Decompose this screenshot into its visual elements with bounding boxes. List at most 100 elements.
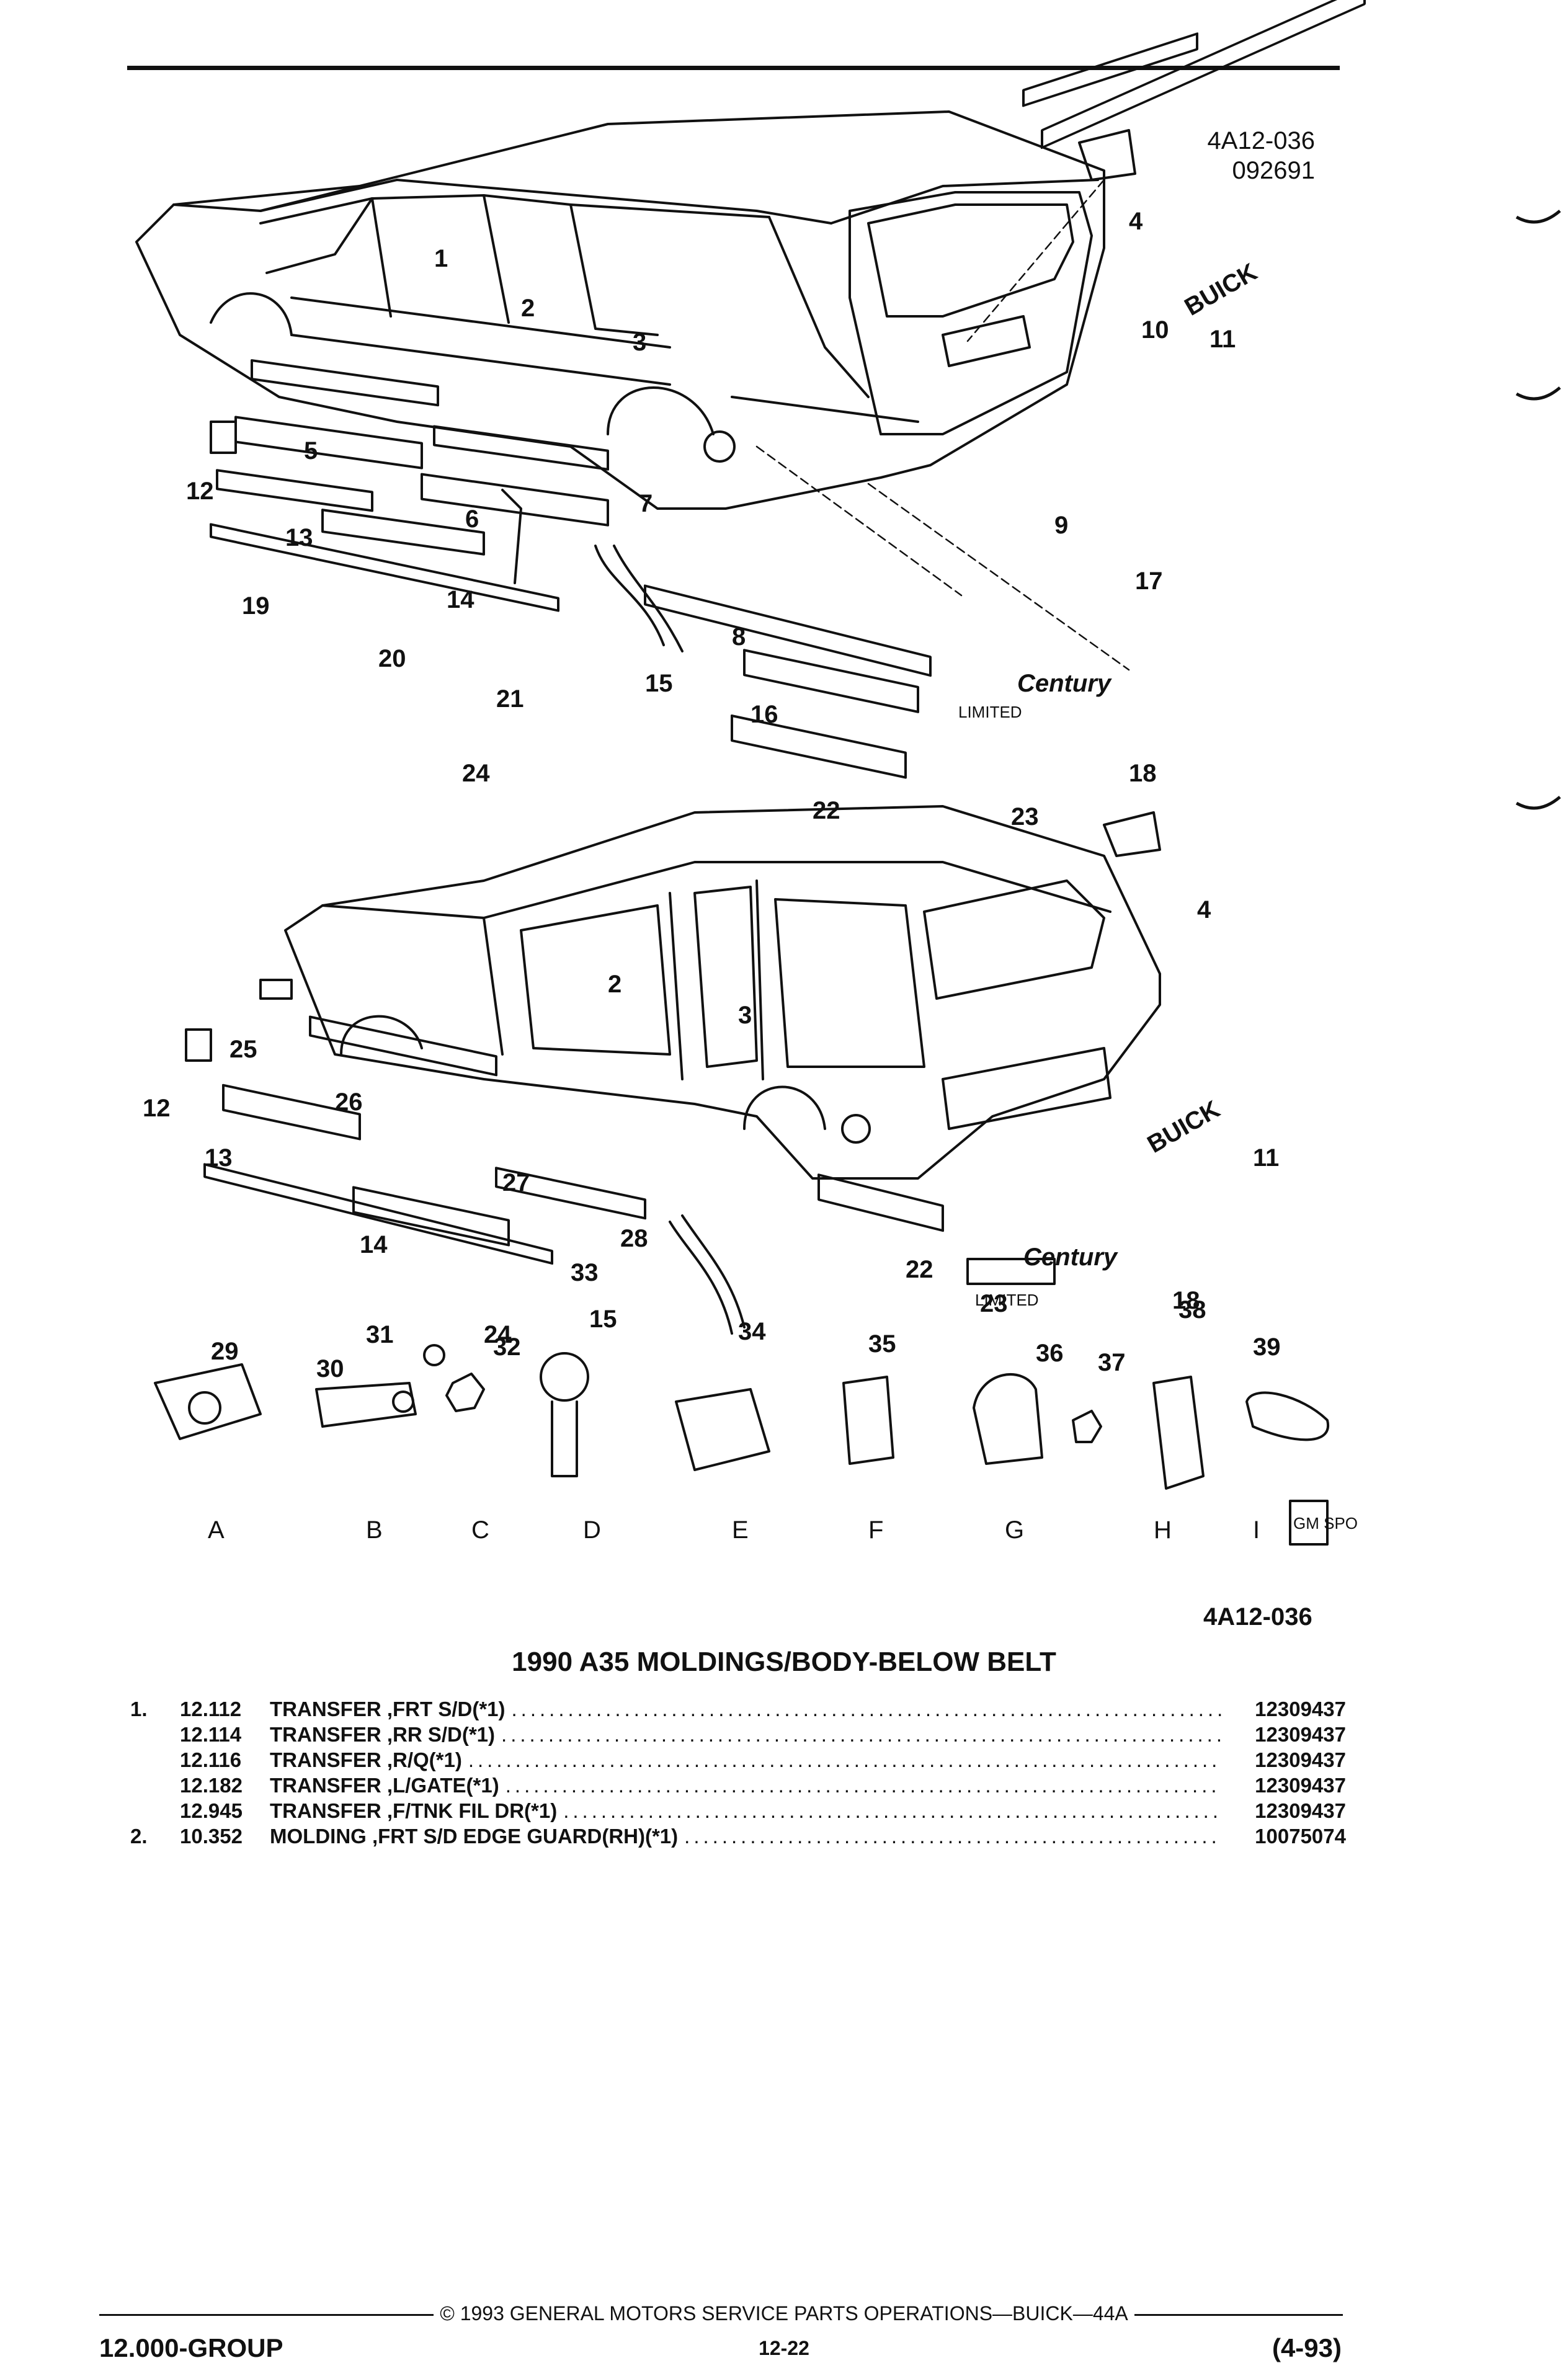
parts-row-number: 10.352 <box>180 1825 243 1848</box>
callout-34: 34 <box>738 1318 766 1345</box>
parts-row-description: MOLDING ,FRT S/D EDGE GUARD(RH)(*1) <box>270 1825 679 1848</box>
callout-20: 20 <box>378 645 406 672</box>
callout-26: 26 <box>335 1088 363 1116</box>
parts-row-part-number: 12309437 <box>1255 1698 1346 1720</box>
callout-35: 35 <box>868 1330 896 1358</box>
parts-row: 12.116 TRANSFER ,R/Q(*1) 12309437 <box>180 1747 1346 1773</box>
callout-25: 25 <box>229 1036 257 1063</box>
callout-31: 31 <box>366 1321 394 1348</box>
fastener-letter-c: C <box>471 1516 489 1544</box>
callout-labels: 1 2 3 4 5 6 7 8 9 10 11 12 13 14 15 16 1… <box>143 208 1358 1631</box>
callout-2-lower: 2 <box>608 971 621 998</box>
limited-badge-lower: LIMITED <box>975 1291 1039 1309</box>
parts-row-index: 2. <box>130 1825 148 1848</box>
illustration-code: 4A12-036 092691 <box>1178 126 1315 185</box>
callout-32: 32 <box>493 1333 521 1361</box>
parts-row-part-number: 12309437 <box>1255 1799 1346 1822</box>
callout-22: 22 <box>813 797 840 824</box>
callout-18-lower: 18 <box>1172 1287 1200 1314</box>
fastener-illustrations <box>154 1344 1330 1490</box>
fastener-letter-a: A <box>208 1516 225 1544</box>
leader-dots <box>501 1722 1222 1747</box>
callout-12-lower: 12 <box>143 1095 171 1122</box>
parts-row-number: 12.116 <box>180 1748 242 1771</box>
parts-row: 12.114 TRANSFER ,RR S/D(*1) 12309437 <box>180 1722 1346 1747</box>
callout-23: 23 <box>1011 803 1039 830</box>
century-script-lower: Century <box>1023 1244 1118 1271</box>
callout-4-lower: 4 <box>1197 896 1211 923</box>
parts-row-part-number: 12309437 <box>1255 1723 1346 1746</box>
footer-date: (4-93) <box>1272 2333 1342 2362</box>
leader-dots <box>684 1823 1222 1849</box>
parts-row-description: TRANSFER ,RR S/D(*1) <box>270 1723 496 1746</box>
leader-dots <box>512 1696 1223 1722</box>
upper-moldings <box>210 0 1366 779</box>
parts-row-part-number: 10075074 <box>1255 1825 1346 1848</box>
fastener-letter-b: B <box>366 1516 383 1544</box>
parts-row-number: 12.182 <box>180 1774 243 1797</box>
parts-row-description: TRANSFER ,FRT S/D(*1) <box>270 1698 506 1720</box>
limited-badge-upper: LIMITED <box>958 703 1022 721</box>
parts-row-index: 1. <box>130 1698 148 1720</box>
fastener-letter-e: E <box>732 1516 749 1544</box>
callout-1: 1 <box>434 245 448 272</box>
callout-14-lower: 14 <box>360 1231 388 1258</box>
callout-16: 16 <box>751 701 778 728</box>
callout-29: 29 <box>211 1338 239 1365</box>
fastener-letter-d: D <box>583 1516 601 1544</box>
century-script-upper: Century <box>1017 670 1112 697</box>
parts-row-number: 12.112 <box>180 1698 242 1720</box>
callout-15: 15 <box>645 670 673 697</box>
fastener-letter-f: F <box>868 1516 883 1544</box>
callout-4: 4 <box>1129 208 1143 235</box>
gm-spo-logo: GM SPO <box>1293 1514 1358 1533</box>
callout-33: 33 <box>571 1259 599 1286</box>
callout-6: 6 <box>465 505 479 533</box>
edge-marks <box>1515 210 1561 810</box>
callout-24: 24 <box>462 760 490 787</box>
upper-wagon-illustration <box>135 110 1105 510</box>
top-rule <box>127 66 1340 70</box>
callout-5: 5 <box>304 437 318 465</box>
parts-list-title: 1990 A35 MOLDINGS/BODY-BELOW BELT <box>512 1647 1056 1677</box>
callout-39: 39 <box>1253 1333 1281 1361</box>
callout-24-lower: 24 <box>484 1321 512 1348</box>
callout-12: 12 <box>186 478 214 505</box>
callout-15-lower: 15 <box>589 1306 617 1333</box>
callout-22-lower: 22 <box>906 1256 933 1283</box>
callout-11: 11 <box>1209 326 1236 353</box>
callout-37: 37 <box>1098 1349 1126 1376</box>
callout-7: 7 <box>639 490 653 517</box>
callout-23-lower: 23 <box>980 1290 1008 1317</box>
callout-14: 14 <box>447 586 474 613</box>
callout-10: 10 <box>1141 316 1169 344</box>
parts-row-description: TRANSFER ,R/Q(*1) <box>270 1748 462 1771</box>
diagram-svg: 1 2 3 4 5 6 7 8 9 10 11 12 13 14 15 16 1… <box>135 0 1366 1631</box>
callout-27: 27 <box>502 1169 530 1196</box>
exploded-parts-diagram: 1 2 3 4 5 6 7 8 9 10 11 12 13 14 15 16 1… <box>135 0 1366 1631</box>
parts-row: 12.182 TRANSFER ,L/GATE(*1) 12309437 <box>180 1773 1346 1798</box>
callout-2: 2 <box>521 295 535 322</box>
parts-row: 12.945 TRANSFER ,F/TNK FIL DR(*1) 123094… <box>180 1798 1346 1823</box>
callout-21: 21 <box>496 685 524 713</box>
parts-row-number: 12.114 <box>180 1723 242 1746</box>
callout-30: 30 <box>316 1355 344 1382</box>
buick-badge-upper: BUICK <box>1180 258 1262 321</box>
callout-9: 9 <box>1054 512 1068 539</box>
callout-18: 18 <box>1129 760 1157 787</box>
callout-36: 36 <box>1036 1340 1064 1367</box>
parts-row-part-number: 12309437 <box>1255 1748 1346 1771</box>
leader-dots <box>563 1798 1222 1823</box>
illustration-code-date: 092691 <box>1232 157 1315 184</box>
callout-11-lower: 11 <box>1253 1144 1279 1172</box>
illustration-code-number: 4A12-036 <box>1207 127 1315 154</box>
parts-list: 1. 12.112 TRANSFER ,FRT S/D(*1) 12309437… <box>130 1696 1346 1849</box>
callout-3-lower: 3 <box>738 1002 752 1029</box>
copyright-text: © 1993 GENERAL MOTORS SERVICE PARTS OPER… <box>434 2302 1134 2325</box>
callout-28: 28 <box>620 1225 648 1252</box>
lower-moldings <box>185 811 1161 1335</box>
parts-row-description: TRANSFER ,L/GATE(*1) <box>270 1774 499 1797</box>
parts-row: 1. 12.112 TRANSFER ,FRT S/D(*1) 12309437 <box>130 1696 1346 1722</box>
fastener-letter-i: I <box>1253 1516 1260 1544</box>
leader-dots <box>506 1773 1222 1798</box>
